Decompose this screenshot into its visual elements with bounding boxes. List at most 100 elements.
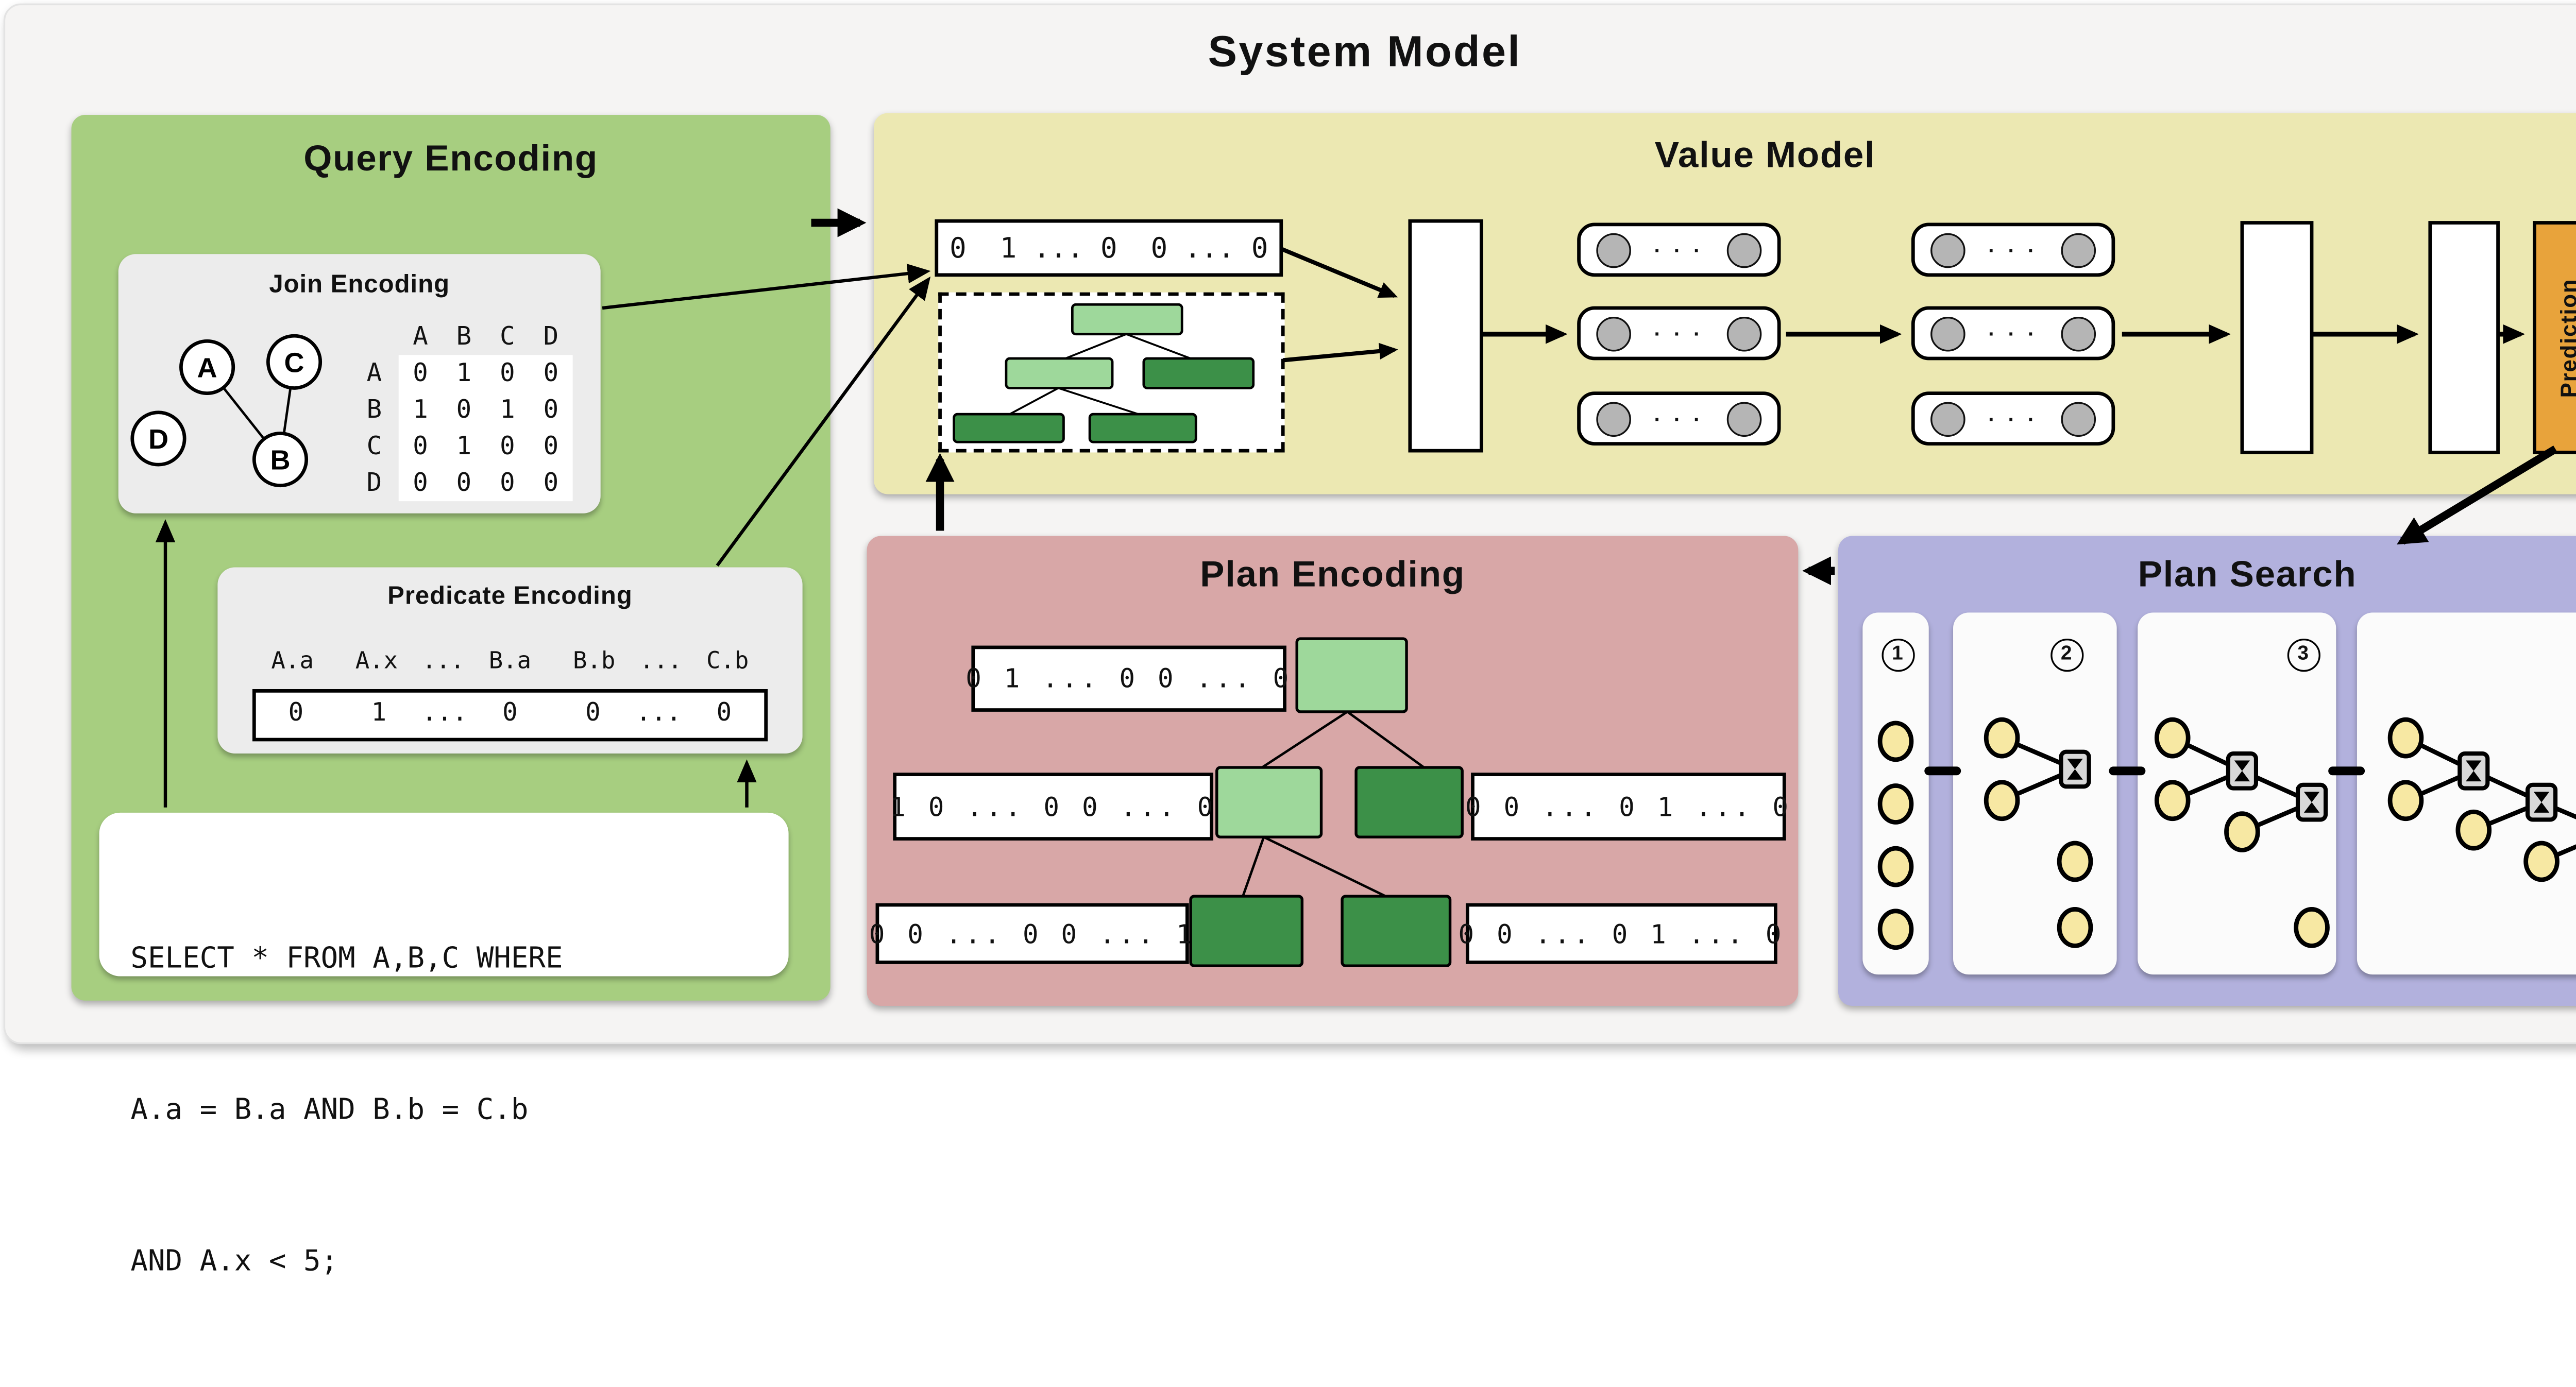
matrix-value: 0 xyxy=(500,359,515,387)
query-encoding-title: Query Encoding xyxy=(303,139,598,180)
matrix-value: 0 xyxy=(413,359,428,387)
matrix-value: 1 xyxy=(456,359,472,387)
matrix-col-header: B xyxy=(456,322,472,351)
sql-line: SELECT * FROM A,B,C WHERE xyxy=(130,941,563,975)
neuron-circle xyxy=(2061,401,2096,436)
plan-vector-bottom-left: 0 0 ... 0 0 ... 1 xyxy=(869,903,1192,964)
matrix-value: 0 xyxy=(543,359,559,387)
predicate-vector-value: ... xyxy=(636,699,682,728)
neuron-circle xyxy=(1726,401,1762,436)
predicate-vector-value: 0 xyxy=(716,699,732,728)
matrix-col-header: C xyxy=(500,322,515,351)
step-number-3: 3 xyxy=(2286,638,2320,671)
hidden-unit-box: · · · xyxy=(1577,306,1781,361)
step-number-1: 1 xyxy=(1880,638,1914,671)
input-layer-rect xyxy=(1408,219,1483,453)
join-encoding-box: Join Encoding A B C D A 0 1 0 0 B 1 0 1 … xyxy=(118,254,601,513)
query-encoding-box: Query Encoding Join Encoding A B C D A 0… xyxy=(71,115,831,1277)
predicate-vector-row: 0 1 ... 0 0 ... 0 xyxy=(256,693,765,734)
prediction-label: Prediction xyxy=(2555,278,2576,398)
predicate-encoding-title: Predicate Encoding xyxy=(387,583,633,611)
predicate-vector-value: 0 xyxy=(502,699,518,728)
neuron-circle xyxy=(1930,316,1965,351)
search-step-panel-2 xyxy=(1953,612,2117,975)
matrix-col-header: D xyxy=(543,322,559,351)
figure-title: System Model xyxy=(1208,28,1522,77)
matrix-value: 0 xyxy=(500,469,515,497)
plan-vector-bottom-right: 0 0 ... 0 1 ... 0 xyxy=(1459,903,1781,964)
neuron-circle xyxy=(1930,232,1965,267)
plan-search-title: Plan Search xyxy=(2138,555,2357,595)
dense-layer-rect xyxy=(2428,221,2500,454)
hidden-unit-box: · · · xyxy=(1911,391,2115,446)
join-matrix: A B C D A 0 1 0 0 B 1 0 1 0 C 0 1 0 0 D xyxy=(350,318,573,502)
plan-vector-root: 0 1 ... 0 0 ... 0 xyxy=(965,645,1289,712)
matrix-row-label: A xyxy=(366,359,382,387)
plan-encoding-box: Plan Encoding 0 1 ... 0 0 ... 0 1 0 ... … xyxy=(867,536,1799,1006)
search-step-panel-4 xyxy=(2357,612,2576,975)
plan-vector-left: 1 0 ... 0 0 ... 0 xyxy=(890,773,1214,841)
predicate-vector-value: 1 xyxy=(371,699,387,728)
predicate-header: C.b xyxy=(706,647,749,675)
matrix-row-label: D xyxy=(366,469,382,497)
matrix-value: 0 xyxy=(456,396,472,424)
matrix-value: 1 xyxy=(413,396,428,424)
neuron-circle xyxy=(1726,232,1762,267)
join-encoding-title: Join Encoding xyxy=(269,271,450,300)
matrix-value: 0 xyxy=(413,469,428,497)
sql-line: AND A.x < 5; xyxy=(130,1244,338,1278)
neuron-dots: · · · xyxy=(1654,237,1704,262)
neuron-dots: · · · xyxy=(1988,237,2038,262)
matrix-value: 1 xyxy=(456,432,472,460)
predicate-vector-value: ... xyxy=(421,699,468,728)
neuron-circle xyxy=(1726,316,1762,351)
predicate-vector-value: 0 xyxy=(585,699,601,728)
matrix-value: 0 xyxy=(413,432,428,460)
hidden-unit-box: · · · xyxy=(1577,391,1781,446)
neuron-dots: · · · xyxy=(1654,321,1704,346)
plan-tree-input-box xyxy=(938,292,1285,453)
plan-encoding-title: Plan Encoding xyxy=(1200,555,1465,595)
matrix-value: 0 xyxy=(456,469,472,497)
predicate-header: A.a xyxy=(271,647,314,675)
matrix-value: 0 xyxy=(543,396,559,424)
neuron-circle xyxy=(2061,232,2096,267)
hidden-unit-box: · · · xyxy=(1577,222,1781,277)
value-model-box: Value Model 0 1 ... 0 0 ... 0 · · · · · … xyxy=(874,113,2576,494)
neuron-dots: · · · xyxy=(1654,406,1704,431)
figure-system-model: System Model Query Encoding Join Encodin… xyxy=(3,3,2576,1277)
plan-vector-right: 0 0 ... 0 1 ... 0 xyxy=(1465,773,1788,841)
predicate-header: B.a xyxy=(488,647,532,675)
hidden-unit-box: · · · xyxy=(1911,222,2115,277)
matrix-value: 1 xyxy=(500,396,515,424)
dense-layer-rect xyxy=(2240,221,2314,454)
predicate-header: ... xyxy=(422,647,465,675)
matrix-value: 0 xyxy=(543,469,559,497)
neuron-circle xyxy=(1596,316,1631,351)
matrix-col-header: A xyxy=(413,322,428,351)
neuron-circle xyxy=(1930,401,1965,436)
neuron-circle xyxy=(2061,316,2096,351)
neuron-circle xyxy=(1596,232,1631,267)
predicate-header-row: A.a A.x ... B.a B.b ... C.b xyxy=(252,647,768,675)
matrix-row-label: B xyxy=(366,396,382,424)
predicate-header: A.x xyxy=(355,647,398,675)
matrix-value: 0 xyxy=(543,432,559,460)
predicate-vector-box: 0 1 ... 0 0 ... 0 xyxy=(252,689,768,742)
step-number-2: 2 xyxy=(2049,638,2083,671)
value-model-title: Value Model xyxy=(1654,135,1876,176)
predicate-header: ... xyxy=(639,647,682,675)
neuron-dots: · · · xyxy=(1988,321,2038,346)
sql-query-box: SELECT * FROM A,B,C WHERE A.a = B.a AND … xyxy=(99,812,789,1277)
query-vector-box: 0 1 ... 0 0 ... 0 xyxy=(935,219,1283,277)
hidden-unit-box: · · · xyxy=(1911,306,2115,361)
matrix-row-label: C xyxy=(366,432,382,460)
prediction-output-box: Prediction xyxy=(2533,221,2576,454)
predicate-header: B.b xyxy=(572,647,616,675)
sql-line: A.a = B.a AND B.b = C.b xyxy=(130,1092,529,1126)
predicate-encoding-box: Predicate Encoding A.a A.x ... B.a B.b .… xyxy=(217,567,803,754)
matrix-value: 0 xyxy=(500,432,515,460)
plan-search-box: Plan Search 1 2 3 4 xyxy=(1838,536,2576,1006)
neuron-circle xyxy=(1596,401,1631,436)
predicate-vector-value: 0 xyxy=(288,699,304,728)
